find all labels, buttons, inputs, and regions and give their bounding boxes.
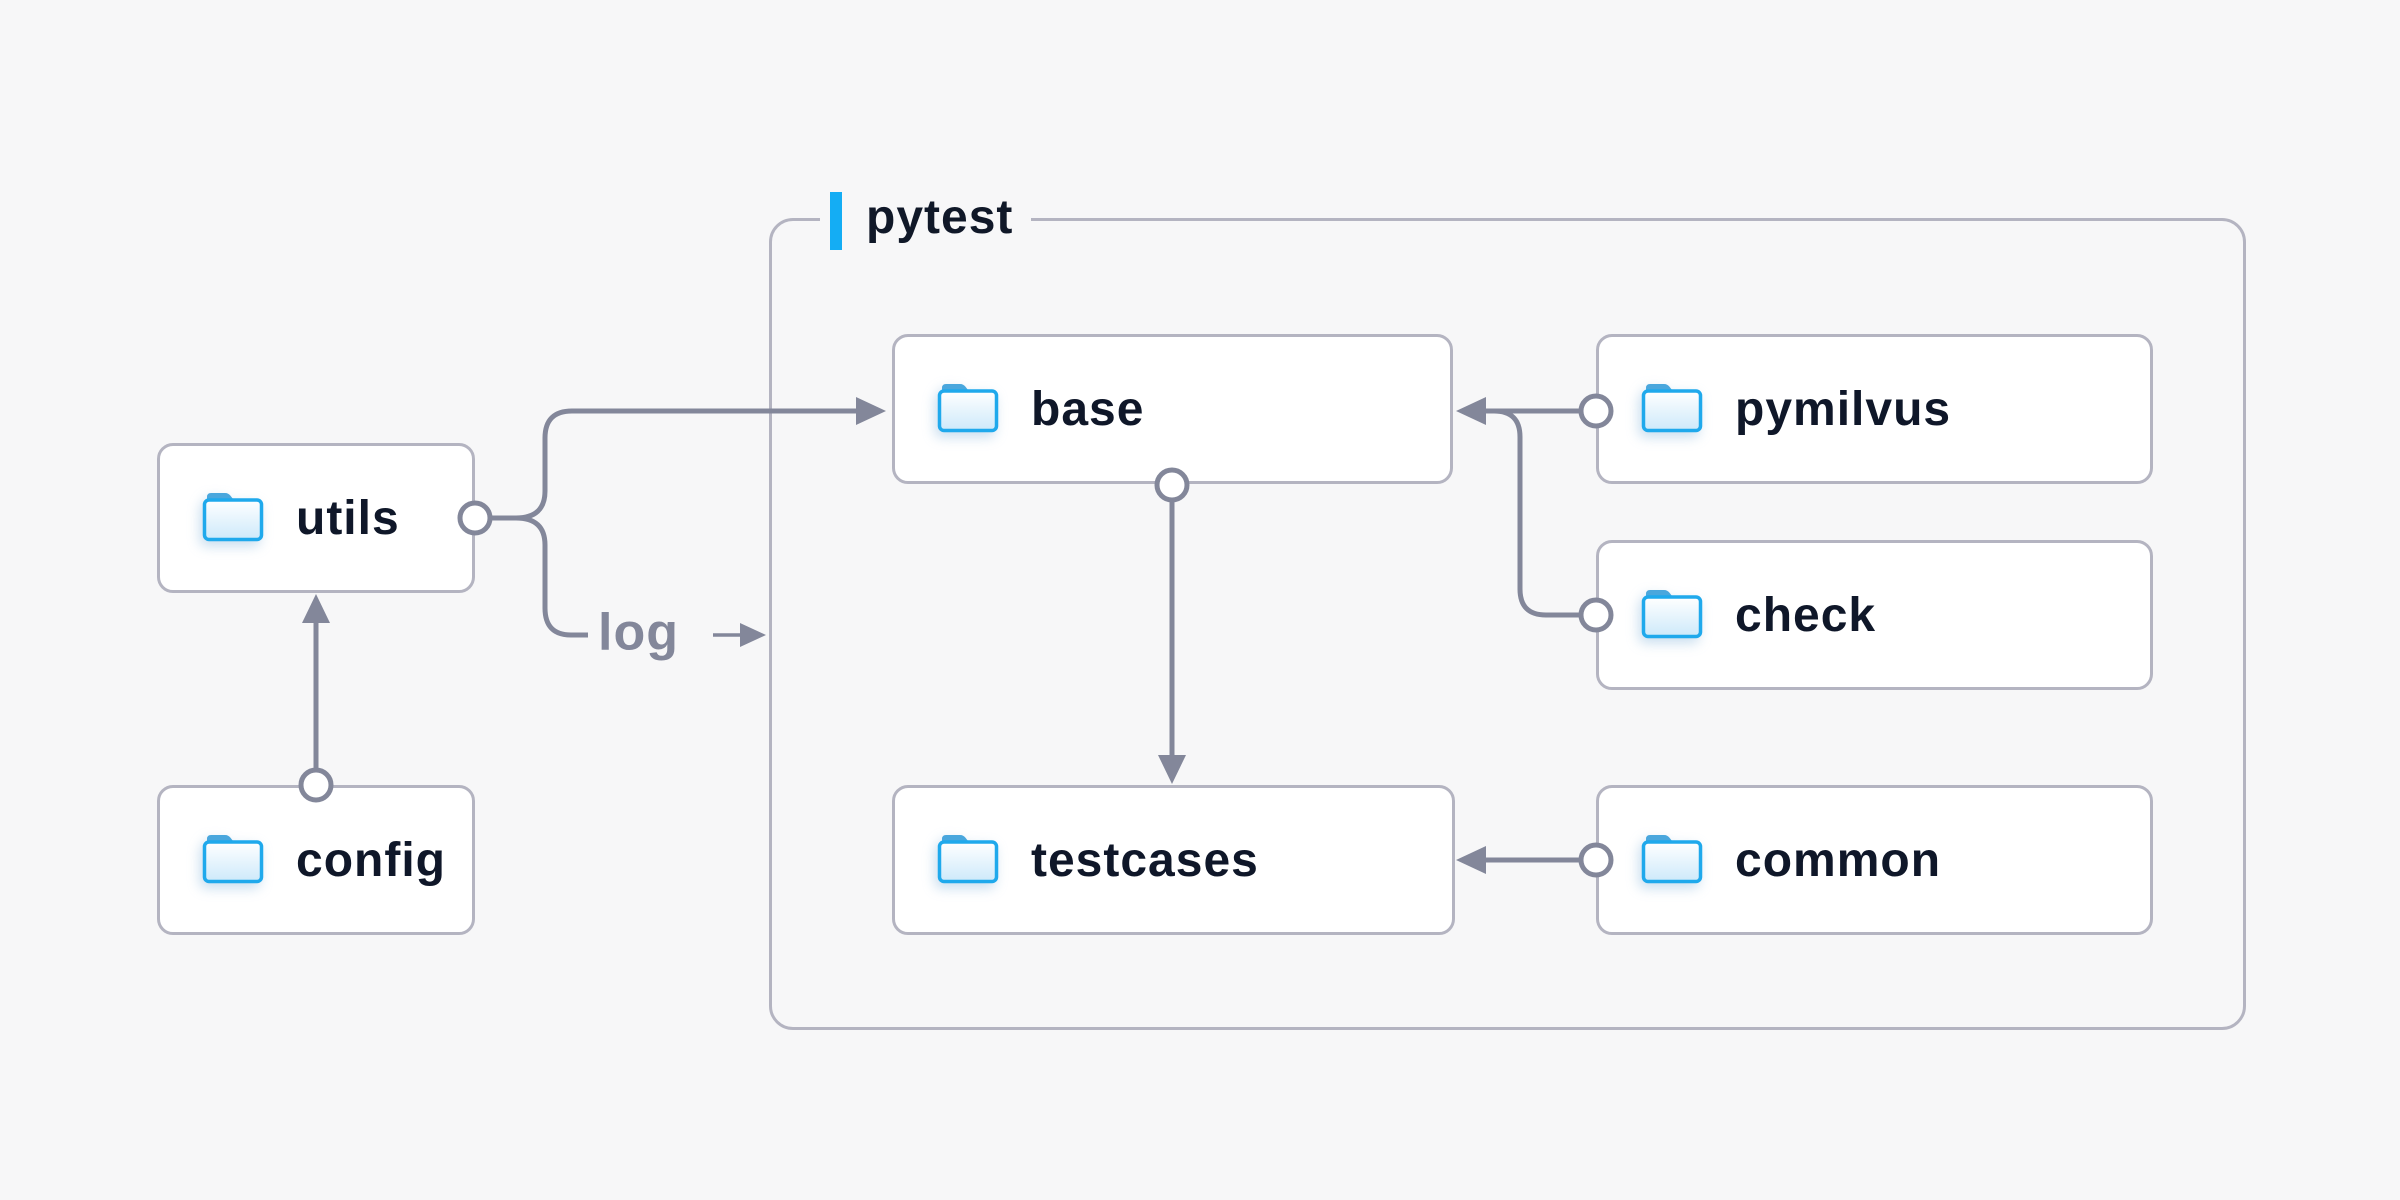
node-common: common — [1596, 785, 2153, 935]
node-utils: utils — [157, 443, 475, 593]
edge-utils-log-line — [515, 515, 588, 638]
folder-icon — [1639, 583, 1705, 641]
node-label: common — [1735, 833, 1942, 887]
folder-icon — [935, 377, 1001, 435]
node-label: utils — [296, 491, 400, 545]
pytest-group-frame: pytest — [769, 189, 2246, 1030]
node-testcases: testcases — [892, 785, 1455, 935]
node-label: pymilvus — [1735, 382, 1952, 436]
folder-icon — [200, 486, 266, 544]
node-pymilvus: pymilvus — [1596, 334, 2153, 484]
node-label: base — [1031, 382, 1145, 436]
accent-bar-icon — [830, 192, 842, 250]
node-base: base — [892, 334, 1453, 484]
node-label: testcases — [1031, 833, 1259, 887]
folder-icon — [200, 828, 266, 886]
folder-icon — [1639, 828, 1705, 886]
node-label: config — [296, 833, 446, 887]
node-config: config — [157, 785, 475, 935]
edge-label-log: log — [598, 603, 679, 662]
group-label-text: pytest — [866, 191, 1014, 244]
node-check: check — [1596, 540, 2153, 690]
folder-icon — [1639, 377, 1705, 435]
folder-icon — [935, 828, 1001, 886]
arrowhead-icon — [302, 594, 330, 623]
pytest-group-label: pytest — [820, 189, 1032, 253]
node-label: check — [1735, 588, 1877, 642]
arrowhead-icon — [740, 623, 766, 647]
